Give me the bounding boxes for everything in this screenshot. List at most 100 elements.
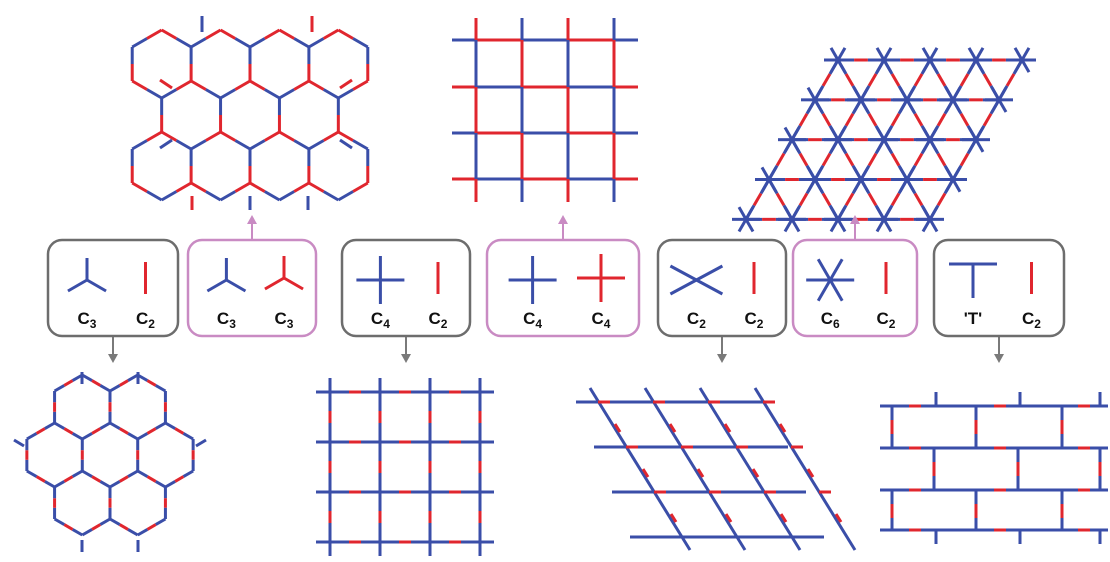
- lattice-bond: [154, 517, 167, 526]
- lattice-stub: [967, 138, 978, 153]
- x-blue-icon: [669, 264, 724, 296]
- symmetry-subscript: 2: [889, 317, 896, 331]
- arrowhead-down: [108, 354, 118, 363]
- lattice-bond: [867, 152, 878, 167]
- lattice-bond: [936, 73, 947, 87]
- linker-bar: [806, 468, 815, 478]
- lattice-bond: [182, 469, 194, 478]
- lattice-bond: [698, 387, 802, 551]
- symmetry-symbol: C: [687, 309, 699, 328]
- lattice-stub: [882, 206, 893, 221]
- lattice-bond: [44, 421, 56, 430]
- lattice-bond: [913, 192, 924, 207]
- symmetry-label: C3: [275, 309, 294, 331]
- arrowhead-down: [717, 354, 727, 363]
- arrowhead-up: [247, 215, 257, 224]
- arrowhead-up: [558, 215, 568, 224]
- lattice-bond: [308, 79, 325, 91]
- lattice-bond: [337, 88, 354, 100]
- symmetry-label: C2: [429, 309, 448, 331]
- lattice-stub: [928, 126, 939, 141]
- lattice-bond: [81, 528, 93, 537]
- top-lattices: [130, 16, 1036, 233]
- lattice-stub: [944, 166, 955, 181]
- lattice-bond: [44, 480, 56, 489]
- lattice-bond: [352, 181, 369, 193]
- lattice-bond: [890, 113, 901, 127]
- lattice-bond: [81, 469, 93, 478]
- lattice-stub: [813, 178, 824, 193]
- lattice-bond: [127, 469, 139, 478]
- linker-bar: [723, 423, 732, 433]
- lattice-bond: [263, 88, 281, 100]
- lattice-stub: [905, 86, 916, 101]
- lattice-bond: [131, 37, 148, 49]
- lattice-bond: [352, 37, 369, 49]
- symmetry-subscript: 4: [535, 317, 542, 331]
- arm: [816, 258, 844, 302]
- lattice-stub: [767, 166, 778, 181]
- lattice-stub: [1020, 47, 1031, 61]
- lattice-bond: [160, 88, 178, 100]
- lattice-stub: [783, 138, 794, 153]
- lattice-bond: [959, 73, 970, 87]
- lattice-bond: [263, 28, 281, 40]
- symmetry-subscript: 2: [1034, 317, 1041, 331]
- lattice-stub: [195, 438, 207, 448]
- lattice-stub: [737, 206, 748, 221]
- lattice-bond: [160, 190, 178, 202]
- lattice-bond: [136, 432, 149, 441]
- lattice-bond: [936, 192, 947, 207]
- symmetry-symbol: C: [592, 309, 604, 328]
- lattice-stub: [990, 86, 1001, 101]
- lattice-stub: [829, 218, 840, 233]
- lattice-bond: [844, 113, 855, 127]
- star-blue-icon: [806, 258, 855, 302]
- lattice-stub: [951, 178, 962, 193]
- lattice-stub: [737, 218, 748, 233]
- lattice-bond: [160, 28, 178, 40]
- lattice-stub: [744, 218, 755, 233]
- lattice-stub: [875, 59, 886, 73]
- lattice-stub: [829, 59, 840, 73]
- brick-linked: [880, 392, 1108, 544]
- lattice-stub: [921, 47, 932, 61]
- lattice-bond: [91, 523, 102, 531]
- lattice-stub: [928, 218, 939, 233]
- symmetry-label: 'T': [964, 309, 982, 328]
- lattice-bond: [249, 37, 266, 49]
- lattice-bond: [293, 181, 310, 193]
- triangular-lattice: [732, 47, 1036, 233]
- box-frame: [46, 238, 180, 338]
- symmetry-label: C4: [523, 309, 542, 331]
- lattice-stub: [744, 206, 755, 221]
- lattice-stub: [905, 166, 916, 181]
- symmetry-symbol: C: [745, 309, 757, 328]
- lattice-bond: [278, 28, 295, 40]
- lattice-bond: [890, 192, 901, 207]
- lattice-bond: [118, 379, 129, 387]
- lattice-stub: [852, 99, 863, 113]
- lattice-bond: [118, 475, 129, 483]
- lattice-bond: [205, 190, 222, 202]
- lattice-stub: [859, 166, 870, 181]
- lattice-stub: [790, 206, 801, 221]
- lattice-bond: [71, 469, 84, 478]
- lattice-bond: [182, 432, 194, 441]
- lattice-stub: [974, 126, 985, 141]
- lattice-stub: [974, 59, 985, 73]
- lattice-bond: [136, 528, 149, 537]
- lattice-bond: [109, 421, 121, 430]
- box-gray-7: 'T'C2: [932, 238, 1066, 338]
- lattice-stub: [159, 138, 173, 150]
- lattice-bond: [63, 475, 74, 483]
- lattice-bond: [63, 427, 74, 435]
- lattice-bond: [753, 387, 857, 551]
- lattice-bond: [322, 28, 340, 40]
- lattice-bond: [936, 152, 947, 167]
- lattice-bond: [322, 88, 340, 100]
- bottom-lattices: [13, 372, 1108, 556]
